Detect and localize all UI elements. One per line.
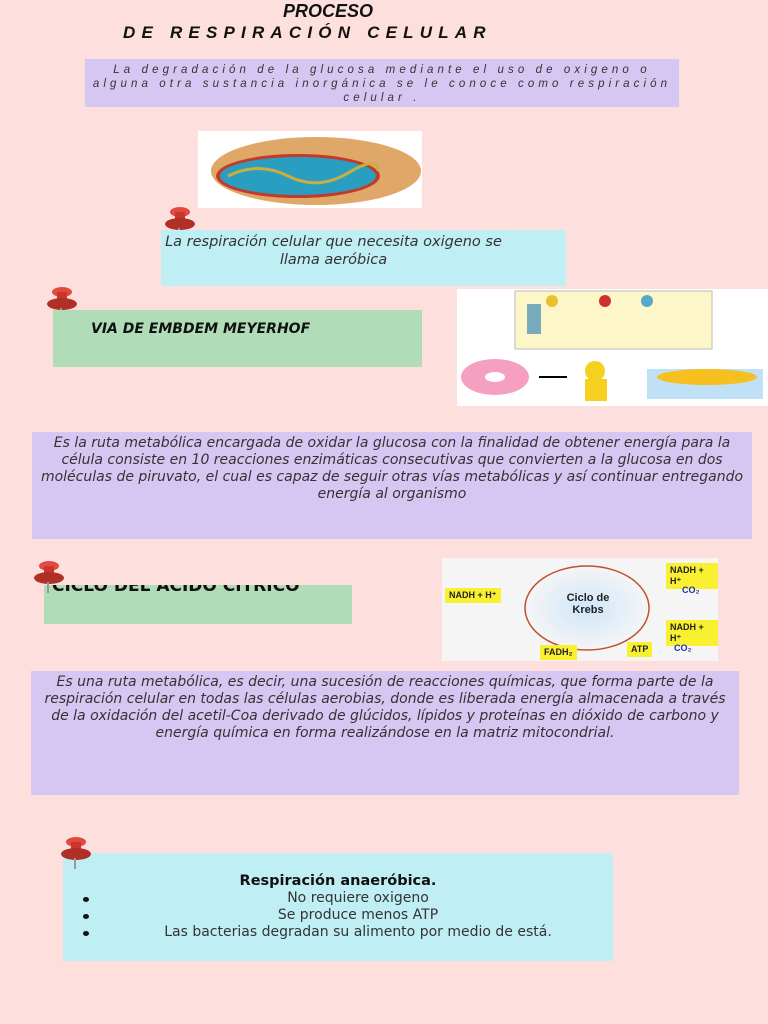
list-item: Las bacterias degradan su alimento por m… [63, 924, 613, 941]
pushpin-icon [34, 561, 64, 593]
fadh2-label: FADH₂ [540, 645, 577, 660]
anaerobic-box: Respiración anaeróbica. No requiere oxig… [63, 853, 613, 961]
pushpin-icon [165, 207, 195, 239]
nadh-label: NADH + H⁺ [666, 563, 718, 589]
pushpin-icon [61, 837, 91, 869]
section2-heading-box: CICLO DEL ACIDO CITRICO [44, 585, 352, 624]
section1-heading: VIA DE EMBDEM MEYERHOF [53, 310, 422, 367]
mitochondria-image [198, 131, 422, 208]
intro-box: La degradación de la glucosa mediante el… [85, 59, 679, 107]
aerobic-note: La respiración celular que necesita oxig… [161, 230, 566, 286]
glycolysis-image [457, 289, 768, 406]
krebs-center-label: Ciclo de Krebs [566, 592, 610, 616]
co2-label: CO₂ [682, 585, 700, 595]
section2-heading: CICLO DEL ACIDO CITRICO [52, 585, 300, 596]
nadh-label: NADH + H⁺ [445, 588, 501, 603]
anaerobic-list: No requiere oxigeno Se produce menos ATP… [63, 890, 613, 941]
section1-description: Es la ruta metabólica encargada de oxida… [32, 432, 752, 539]
anaerobic-heading: Respiración anaeróbica. [239, 873, 437, 889]
title-line-2: DE RESPIRACIÓN CELULAR [123, 23, 492, 42]
section2-description: Es una ruta metabólica, es decir, una su… [31, 671, 739, 795]
atp-label: ATP [627, 642, 653, 657]
list-item: Se produce menos ATP [63, 907, 613, 924]
co2-label: CO₂ [674, 643, 692, 653]
nadh-label: NADH + H⁺ [666, 620, 718, 646]
list-item: No requiere oxigeno [63, 890, 613, 907]
krebs-cycle-image: Ciclo de Krebs NADH + H⁺ NADH + H⁺ NADH … [442, 558, 718, 661]
title-line-1: PROCESO [282, 1, 374, 21]
